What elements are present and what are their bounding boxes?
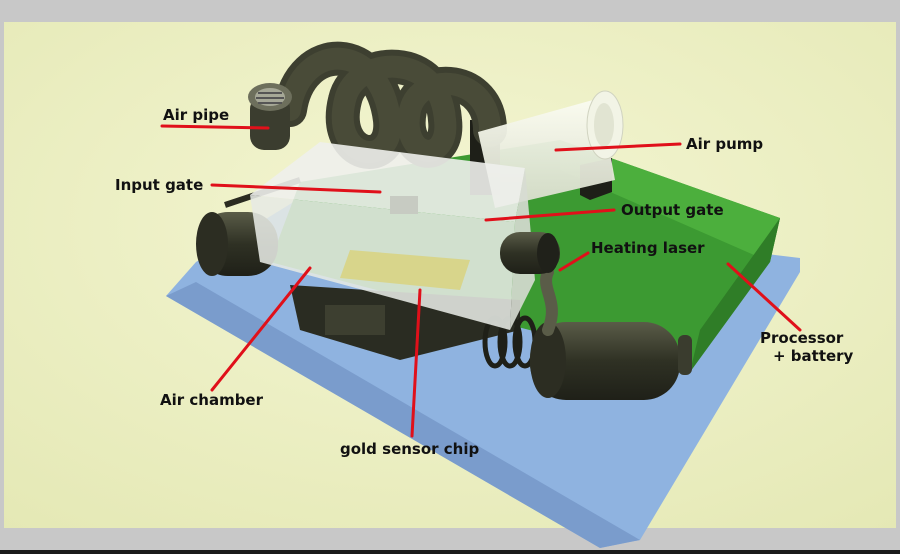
pointer-lines: [160, 124, 802, 438]
pointer-air-pump: [554, 142, 682, 152]
label-processor: Processor: [760, 329, 844, 347]
pointer-heating-laser: [558, 251, 590, 272]
pointer-air-pipe: [160, 124, 270, 130]
label-gold-sensor-chip: gold sensor chip: [340, 440, 480, 458]
pointer-processor: [726, 262, 802, 332]
coiled-air-pipe: [273, 41, 507, 169]
gold-sensor-chip: [340, 250, 470, 290]
board-side: [690, 218, 780, 372]
pointer-output-gate: [484, 208, 616, 222]
heating-laser: [500, 232, 560, 274]
label-input-gate: Input gate: [115, 176, 204, 194]
air-pipe-inlet: [248, 83, 292, 150]
input-gate-slot: [390, 196, 418, 214]
heating-laser-tube: [540, 266, 558, 336]
board-top: [560, 140, 780, 262]
label-output-gate: Output gate: [621, 201, 724, 219]
label-heating-laser: Heating laser: [591, 239, 705, 257]
base-plate-edge: [166, 282, 640, 548]
label-air-pump: Air pump: [686, 135, 764, 153]
air-chamber: [250, 142, 535, 330]
label-air-pipe: Air pipe: [163, 106, 230, 124]
right-cylinder: [530, 322, 692, 400]
label-battery: + battery: [773, 347, 854, 365]
bottom-clamp: [325, 305, 385, 335]
label-air-chamber: Air chamber: [160, 391, 264, 409]
pointer-input-gate: [210, 183, 382, 194]
pointer-air-chamber: [210, 266, 312, 392]
pointer-sensor-chip: [410, 288, 422, 438]
